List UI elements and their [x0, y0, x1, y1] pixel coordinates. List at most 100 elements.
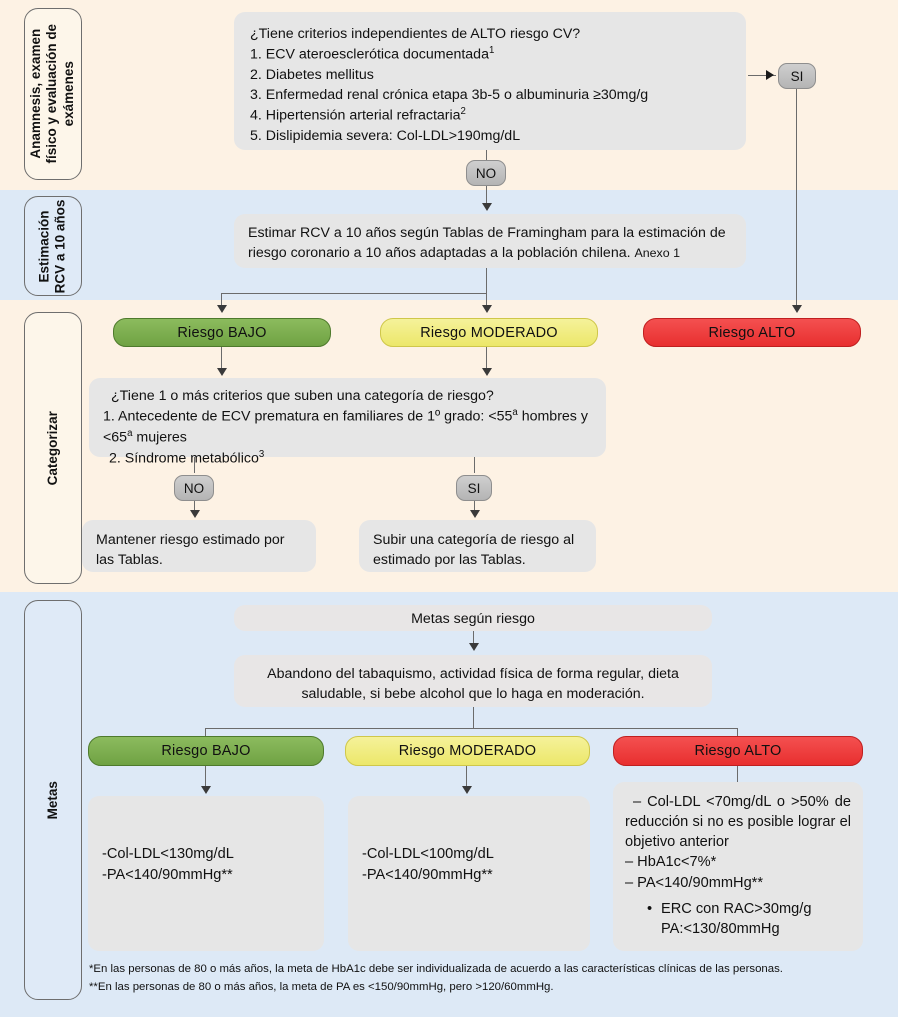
- footnotes: *En las personas de 80 o más años, la me…: [89, 961, 889, 996]
- connector-metas-split-stem: [473, 707, 475, 729]
- goals-alto-line-1: – Col-LDL <70mg/dL o >50% de reducción s…: [625, 794, 851, 851]
- connector-no-vertical-top: [486, 150, 488, 162]
- footnote-1: *En las personas de 80 o más años, la me…: [89, 963, 783, 975]
- pill-riesgo-alto-metas-label: Riesgo ALTO: [694, 743, 782, 759]
- pill-riesgo-bajo-categorizar-label: Riesgo BAJO: [177, 324, 267, 341]
- upgrade-criterion-1: 1. Antecedente de ECV prematura en famil…: [103, 407, 588, 446]
- connector-moderado-to-criteria-arrowhead: [482, 368, 492, 376]
- goals-alto-line-3: – PA<140/90mmHg**: [625, 874, 764, 891]
- connector-bajo-to-goals: [205, 766, 207, 790]
- stage-label-metas-text: Metas: [44, 780, 60, 820]
- connector-moderado-to-criteria: [486, 347, 488, 372]
- connector-si-outcome-arrowhead: [470, 510, 480, 518]
- goals-moderado-line-1: -Col-LDL<100mg/dL: [362, 846, 494, 862]
- connector-moderado-to-goals: [466, 766, 468, 790]
- connector-bajo-goals-arrowhead: [201, 786, 211, 794]
- badge-si-categorizar: SI: [456, 475, 492, 501]
- connector-si-arrowhead: [766, 70, 774, 80]
- pill-riesgo-bajo-metas-label: Riesgo BAJO: [161, 743, 251, 759]
- outcome-keep-risk-box: Mantener riesgo estimado por las Tablas.: [82, 520, 316, 572]
- connector-metas-header-arrowhead: [469, 643, 479, 651]
- connector-no-vertical-bottom: [486, 186, 488, 206]
- goals-alto-sub-1-text: ERC con RAC>30mg/g: [661, 900, 812, 917]
- connector-criteria-si-stem: [474, 457, 476, 473]
- connector-no-to-outcome: [194, 501, 196, 513]
- badge-si-top: SI: [778, 63, 816, 89]
- goals-alto-sub-2-text: PA:<130/80mmHg: [661, 920, 780, 937]
- high-risk-criterion-1: 1. ECV ateroesclerótica documentada1: [250, 45, 495, 63]
- estimate-annex-label: Anexo 1: [634, 246, 680, 261]
- connector-si-vertical: [796, 89, 798, 307]
- connector-metas-header-stem: [473, 631, 475, 647]
- connector-bajo-to-criteria: [221, 347, 223, 372]
- pill-riesgo-bajo-categorizar[interactable]: Riesgo BAJO: [113, 318, 331, 347]
- pill-riesgo-moderado-metas-label: Riesgo MODERADO: [398, 743, 537, 759]
- goals-moderado-box: -Col-LDL<100mg/dL -PA<140/90mmHg**: [348, 796, 590, 951]
- goals-alto-line-2: – HbA1c<7%*: [625, 854, 717, 871]
- badge-no-top: NO: [466, 160, 506, 186]
- pill-riesgo-moderado-metas[interactable]: Riesgo MODERADO: [345, 736, 590, 766]
- upgrade-criterion-2: 2. Síndrome metabólico3: [109, 448, 265, 467]
- stage-label-categorizar: Categorizar: [24, 312, 82, 584]
- connector-alto-to-goals: [737, 766, 739, 790]
- outcome-keep-risk-text: Mantener riesgo estimado por las Tablas.: [96, 532, 285, 569]
- connector-estimate-stem: [486, 268, 488, 306]
- bullet-icon: •: [647, 900, 653, 917]
- goals-bajo-line-1: -Col-LDL<130mg/dL: [102, 846, 234, 862]
- connector-estimate-split: [221, 293, 487, 295]
- high-risk-question: ¿Tiene criterios independientes de ALTO …: [250, 26, 581, 42]
- connector-si-to-alto-arrowhead: [792, 305, 802, 313]
- goals-alto-sub-1: • ERC con RAC>30mg/g: [625, 899, 851, 919]
- metas-header-box: Metas según riesgo: [234, 605, 712, 631]
- high-risk-criterion-4: 4. Hipertensión arterial refractaria2: [250, 106, 466, 125]
- connector-moderado-arrowhead: [482, 305, 492, 313]
- connector-si-to-outcome: [474, 501, 476, 513]
- estimate-box: Estimar RCV a 10 años según Tablas de Fr…: [234, 214, 746, 268]
- goals-bajo-line-2: -PA<140/90mmHg**: [102, 866, 233, 883]
- pill-riesgo-moderado-categorizar-label: Riesgo MODERADO: [420, 324, 558, 341]
- outcome-raise-risk-text: Subir una categoría de riesgo al estimad…: [373, 532, 575, 569]
- stage-label-metas: Metas: [24, 600, 82, 1000]
- pill-riesgo-alto-categorizar-label: Riesgo ALTO: [708, 324, 796, 341]
- badge-no-categorizar: NO: [174, 475, 214, 501]
- high-risk-criteria-box: ¿Tiene criterios independientes de ALTO …: [234, 12, 746, 150]
- badge-no-top-label: NO: [475, 165, 497, 181]
- goals-alto-sub-2: PA:<130/80mmHg: [625, 919, 851, 939]
- connector-estimate-to-bajo: [221, 293, 223, 307]
- pill-riesgo-bajo-metas[interactable]: Riesgo BAJO: [88, 736, 324, 766]
- connector-no-outcome-arrowhead: [190, 510, 200, 518]
- high-risk-criterion-5: 5. Dislipidemia severa: Col-LDL>190mg/dL: [250, 128, 521, 145]
- connector-si-horizontal: [748, 75, 776, 77]
- lifestyle-text: Abandono del tabaquismo, actividad físic…: [267, 666, 679, 703]
- stage-label-categorizar-text: Categorizar: [44, 410, 60, 486]
- connector-no-arrowhead: [482, 203, 492, 211]
- metas-header-text: Metas según riesgo: [411, 611, 535, 627]
- connector-moderado-goals-arrowhead: [462, 786, 472, 794]
- estimate-text: Estimar RCV a 10 años según Tablas de Fr…: [248, 225, 726, 262]
- badge-si-top-label: SI: [790, 68, 804, 84]
- connector-bajo-arrowhead: [217, 305, 227, 313]
- high-risk-criterion-3: 3. Enfermedad renal crónica etapa 3b-5 o…: [250, 87, 649, 104]
- connector-metas-split-right: [737, 728, 739, 741]
- high-risk-criterion-2: 2. Diabetes mellitus: [250, 67, 374, 84]
- badge-no-categorizar-label: NO: [183, 480, 205, 496]
- goals-alto-box: – Col-LDL <70mg/dL o >50% de reducción s…: [613, 782, 863, 951]
- outcome-raise-risk-box: Subir una categoría de riesgo al estimad…: [359, 520, 596, 572]
- pill-riesgo-moderado-categorizar[interactable]: Riesgo MODERADO: [380, 318, 598, 347]
- lifestyle-box: Abandono del tabaquismo, actividad físic…: [234, 655, 712, 707]
- upgrade-criteria-box: ¿Tiene 1 o más criterios que suben una c…: [89, 378, 606, 467]
- connector-metas-split-left: [205, 728, 207, 741]
- goals-bajo-box: -Col-LDL<130mg/dL -PA<140/90mmHg**: [88, 796, 324, 951]
- pill-riesgo-alto-metas[interactable]: Riesgo ALTO: [613, 736, 863, 766]
- badge-si-categorizar-label: SI: [467, 480, 481, 496]
- goals-moderado-line-2: -PA<140/90mmHg**: [362, 866, 493, 883]
- pill-riesgo-alto-categorizar[interactable]: Riesgo ALTO: [643, 318, 861, 347]
- connector-criteria-no-stem: [194, 457, 196, 473]
- footnote-2: **En las personas de 80 o más años, la m…: [89, 980, 554, 993]
- connector-metas-split-bar: [205, 728, 738, 730]
